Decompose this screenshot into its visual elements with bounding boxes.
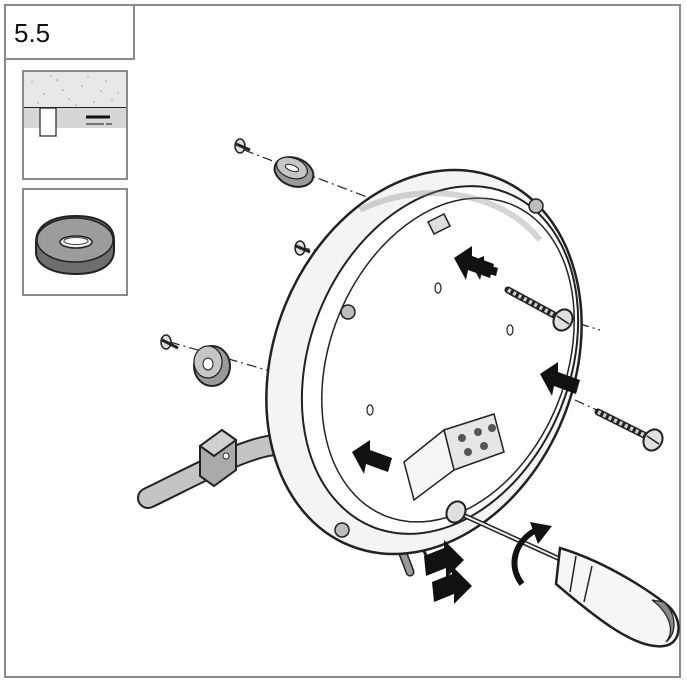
screw-icon (234, 138, 251, 154)
grommet-icon (273, 156, 315, 188)
push-arrow-icon (352, 440, 392, 474)
screwdriver-icon (445, 500, 680, 648)
screw-icon (504, 286, 574, 332)
cable-clamp (198, 428, 238, 488)
push-arrow-icon (454, 246, 498, 280)
grommet-inset-icon (35, 214, 115, 276)
push-arrow-icon (540, 362, 580, 396)
ceiling-mount-inset (22, 70, 128, 180)
screw-icon (594, 408, 664, 452)
grommet-icon (193, 345, 231, 387)
step-number: 5.5 (4, 4, 135, 60)
grommet-inset (22, 188, 128, 296)
screw-icon (294, 240, 311, 256)
ceiling-mount-inset-icon (24, 72, 126, 137)
screw-icon (160, 334, 179, 350)
light-housing (265, 168, 583, 556)
rotate-arrow-icon (511, 522, 552, 586)
terminal-block (403, 413, 505, 502)
pull-arrow-icon (424, 540, 472, 604)
